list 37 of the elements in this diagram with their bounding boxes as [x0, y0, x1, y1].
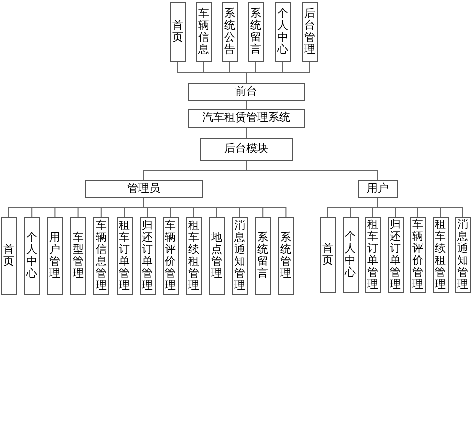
module-box: 系统公告	[222, 2, 238, 62]
module-box: 车辆信息管理	[93, 217, 110, 295]
module-box: 消息通知管理	[232, 217, 248, 295]
module-box: 租车订单管理	[116, 217, 132, 295]
module-box: 系统管理	[278, 217, 294, 295]
module-box: 归还订单管理	[388, 217, 404, 293]
connector-line	[246, 62, 310, 84]
module-box: 后台模块	[200, 138, 293, 161]
connector-line	[246, 160, 378, 180]
module-box: 车型管理	[70, 217, 86, 295]
module-box: 归还订单管理	[140, 217, 156, 295]
module-box: 消息通知管理	[455, 217, 471, 293]
module-box: 个人中心	[275, 2, 291, 62]
connector-line	[378, 198, 464, 218]
module-box: 个人中心	[24, 217, 40, 295]
module-box: 租车订单管理	[365, 217, 381, 293]
connector-line	[246, 128, 247, 138]
module-box: 首页	[1, 217, 17, 295]
module-box: 汽车租赁管理系统	[188, 109, 305, 128]
module-box: 系统留言	[248, 2, 264, 62]
module-box: 系统留言	[255, 217, 272, 295]
module-box: 管理员	[85, 180, 203, 198]
module-box: 车辆评价管理	[410, 217, 426, 293]
module-box: 后台管理	[302, 2, 318, 62]
module-box: 首页	[320, 217, 336, 293]
module-box: 车辆评价管理	[162, 217, 179, 295]
connector-line	[144, 198, 287, 218]
module-box: 租车续租管理	[432, 217, 448, 293]
module-box: 租车续租管理	[186, 217, 202, 295]
module-box: 个人中心	[342, 217, 358, 293]
connector-line	[246, 100, 247, 110]
module-box: 前台	[188, 83, 305, 101]
module-box: 车辆信息	[196, 2, 212, 62]
module-box: 首页	[170, 2, 186, 62]
module-box: 用户	[358, 180, 398, 198]
module-box: 地点管理	[208, 217, 225, 295]
module-box: 用户管理	[47, 217, 64, 295]
